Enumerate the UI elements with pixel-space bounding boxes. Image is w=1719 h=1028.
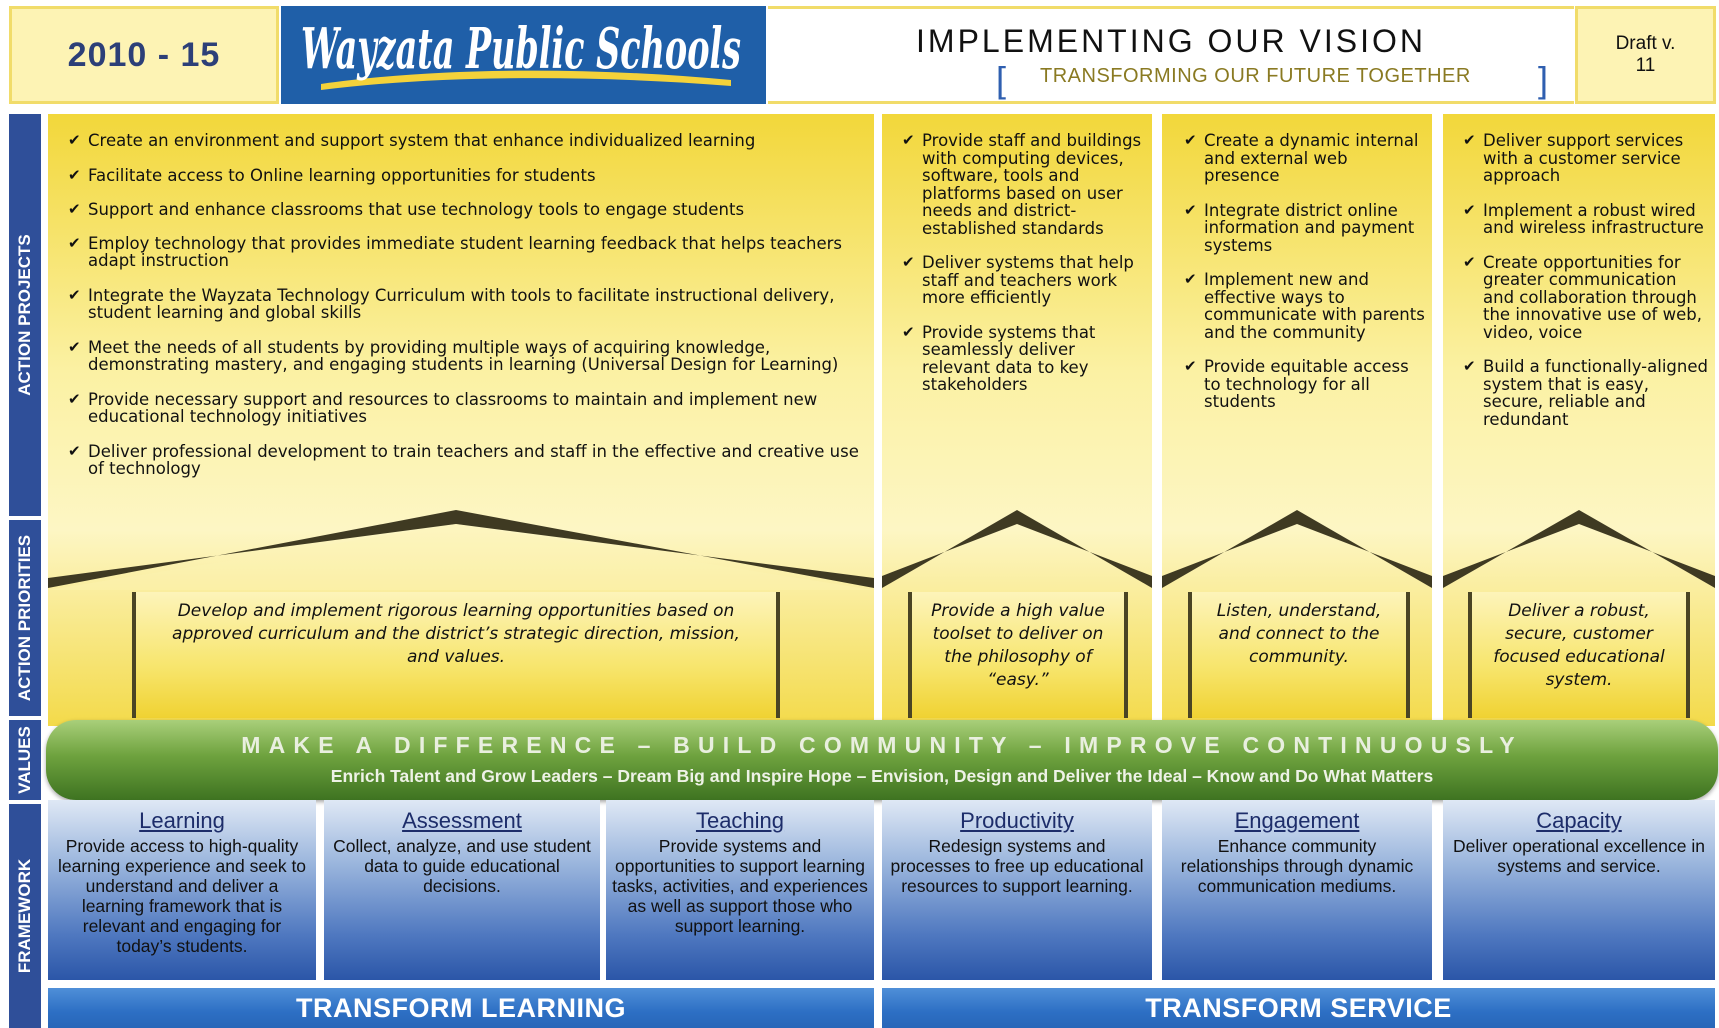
- productivity-priority: Provide a high value toolset to deliver …: [931, 601, 1105, 690]
- list-item: Integrate district online information an…: [1184, 201, 1428, 255]
- draft-version: Draft v. 11: [1575, 6, 1716, 104]
- capacity-priority-box: [1468, 592, 1690, 718]
- list-item: Implement a robust wired and wireless in…: [1463, 201, 1711, 237]
- list-item: Facilitate access to Online learning opp…: [68, 166, 868, 185]
- engagement-action-list: Create a dynamic internal and external w…: [1184, 132, 1428, 411]
- learning-roof: [48, 510, 874, 590]
- list-item: Create a dynamic internal and external w…: [1184, 132, 1428, 185]
- draft-number: 11: [1635, 55, 1656, 76]
- band-action-priorities: ACTION PRIORITIES: [9, 520, 41, 716]
- framework-desc: Collect, analyze, and use student data t…: [333, 836, 591, 896]
- transform-learning-bar: TRANSFORM LEARNING: [48, 988, 874, 1028]
- list-item: Create an environment and support system…: [68, 132, 868, 150]
- framework-title: Capacity: [1536, 808, 1622, 833]
- framework-desc: Redesign systems and processes to free u…: [890, 836, 1144, 896]
- learning-priority: Develop and implement rigorous learning …: [172, 601, 740, 667]
- list-item: Support and enhance classrooms that use …: [68, 201, 868, 219]
- list-item: Deliver systems that help staff and teac…: [902, 254, 1148, 307]
- learning-priority-box: [132, 592, 780, 718]
- bracket-close: ]: [1538, 59, 1549, 100]
- productivity-action-list: Provide staff and buildings with computi…: [902, 132, 1148, 394]
- list-item: Provide systems that seamlessly deliver …: [902, 323, 1148, 394]
- list-item: Deliver support services with a customer…: [1463, 132, 1711, 185]
- transform-service-bar: TRANSFORM SERVICE: [882, 988, 1715, 1028]
- draft-label: Draft v.: [1615, 33, 1676, 54]
- page-title-block: IMPLEMENTING OUR VISION [ TRANSFORMING O…: [768, 6, 1574, 104]
- list-item: Provide equitable access to technology f…: [1184, 358, 1428, 411]
- framework-title: Assessment: [402, 808, 522, 833]
- framework-learning: Learning Provide access to high-quality …: [48, 800, 316, 980]
- framework-desc: Provide systems and opportunities to sup…: [612, 836, 868, 936]
- transform-learning-label: TRANSFORM LEARNING: [296, 992, 626, 1023]
- framework-productivity: Productivity Redesign systems and proces…: [882, 800, 1152, 980]
- capacity-priority: Deliver a robust, secure, customer focus…: [1493, 601, 1665, 690]
- framework-title: Learning: [139, 808, 225, 833]
- productivity-priority-box: [908, 592, 1128, 718]
- bracket-open: [: [996, 59, 1007, 100]
- values-main-text: MAKE A DIFFERENCE – BUILD COMMUNITY – IM…: [241, 732, 1523, 758]
- framework-teaching: Teaching Provide systems and opportuniti…: [606, 800, 874, 980]
- band-framework: FRAMEWORK: [9, 804, 41, 1028]
- band-action-projects: ACTION PROJECTS: [9, 114, 41, 516]
- framework-desc: Deliver operational excellence in system…: [1453, 836, 1705, 876]
- productivity-roof: [882, 510, 1152, 588]
- values-sub-text: Enrich Talent and Grow Leaders – Dream B…: [330, 766, 1434, 786]
- framework-capacity: Capacity Deliver operational excellence …: [1443, 800, 1715, 980]
- engagement-priority-box: [1188, 592, 1410, 718]
- page-subtitle: TRANSFORMING OUR FUTURE TOGETHER: [1040, 65, 1471, 87]
- district-logo: Wayzata Public Schools: [281, 6, 766, 104]
- band-action-projects-label: ACTION PROJECTS: [15, 234, 34, 396]
- values-banner: MAKE A DIFFERENCE – BUILD COMMUNITY – IM…: [46, 720, 1718, 800]
- framework-title: Engagement: [1234, 808, 1360, 833]
- list-item: Build a functionally-aligned system that…: [1463, 358, 1711, 428]
- framework-title: Teaching: [695, 808, 785, 833]
- logo-graphic: Wayzata Public Schools: [301, 16, 741, 90]
- list-item: Integrate the Wayzata Technology Curricu…: [68, 286, 868, 322]
- list-item: Provide necessary support and resources …: [68, 390, 868, 426]
- year-range-text: 2010 - 15: [67, 35, 221, 74]
- list-item: Deliver professional development to trai…: [68, 442, 868, 478]
- band-framework-label: FRAMEWORK: [15, 858, 35, 974]
- logo-swoosh: [321, 70, 731, 90]
- engagement-priority: Listen, understand, and connect to the c…: [1216, 601, 1382, 667]
- list-item: Provide staff and buildings with computi…: [902, 132, 1148, 237]
- transform-service-label: TRANSFORM SERVICE: [1145, 992, 1452, 1023]
- framework-engagement: Engagement Enhance community relationshi…: [1162, 800, 1432, 980]
- list-item: Meet the needs of all students by provid…: [68, 338, 868, 374]
- band-values: VALUES: [9, 720, 41, 800]
- framework-assessment: Assessment Collect, analyze, and use stu…: [324, 800, 600, 980]
- framework-desc: Provide access to high-quality learning …: [57, 836, 307, 956]
- list-item: Implement new and effective ways to comm…: [1184, 271, 1428, 341]
- band-values-label: VALUES: [15, 726, 35, 794]
- list-item: Employ technology that provides immediat…: [68, 234, 868, 270]
- framework-desc: Enhance community relationships through …: [1180, 836, 1414, 896]
- capacity-roof: [1443, 510, 1715, 588]
- logo-text: Wayzata Public Schools: [301, 16, 741, 82]
- page-title: IMPLEMENTING OUR VISION: [916, 23, 1426, 59]
- year-range: 2010 - 15: [9, 6, 279, 104]
- learning-action-list: Create an environment and support system…: [68, 132, 868, 478]
- engagement-roof: [1162, 510, 1432, 588]
- framework-title: Productivity: [960, 808, 1074, 833]
- list-item: Create opportunities for greater communi…: [1463, 253, 1711, 342]
- capacity-action-list: Deliver support services with a customer…: [1463, 132, 1711, 428]
- band-action-priorities-label: ACTION PRIORITIES: [15, 534, 35, 702]
